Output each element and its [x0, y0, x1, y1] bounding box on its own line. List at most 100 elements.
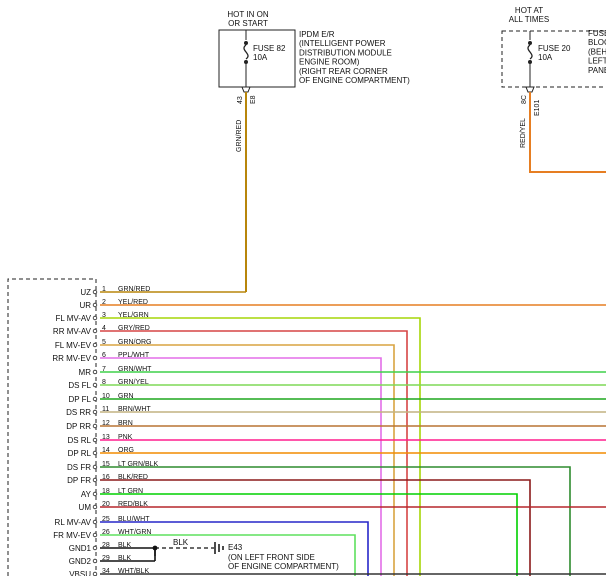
connector-terminal-icon: [241, 86, 251, 93]
pin-function-label: RR MV-EV: [52, 354, 91, 363]
terminal-icon: [92, 302, 98, 308]
fuse-block-wire-color-label: RED/YEL: [520, 118, 527, 148]
terminal-icon: [92, 382, 98, 388]
wire-color-label: LT GRN/BLK: [118, 461, 159, 468]
pin-number: 29: [102, 555, 110, 562]
ground-icon: [214, 542, 224, 554]
pin-function-label: AY: [81, 490, 92, 499]
pin-number: 8: [102, 379, 106, 386]
ipdm-fuse-box: [218, 29, 296, 88]
wire-line: [100, 317, 421, 576]
wire-line: [100, 521, 369, 576]
terminal-icon: [92, 328, 98, 334]
terminal-icon: [92, 355, 98, 361]
wire-line: [100, 466, 571, 576]
ipdm-connector-id: E8: [250, 95, 257, 104]
pin-function-label: GND2: [69, 557, 92, 566]
terminal-icon: [92, 519, 98, 525]
pin-number: 13: [102, 434, 110, 441]
pin-row: RR MV-EV 6 PPL/WHT: [52, 352, 382, 576]
terminal-icon: [92, 289, 98, 295]
wire-red-yel-top: [529, 92, 606, 173]
wire-color-label: RED/BLK: [118, 501, 148, 508]
pin-number: 1: [102, 286, 106, 293]
terminal-icon: [92, 342, 98, 348]
fuse-block-label: FUSEBLOCK(BEHILEFTPANE: [588, 29, 606, 75]
pin-number: 14: [102, 447, 110, 454]
terminal-icon: [92, 409, 98, 415]
pin-function-label: DS RR: [66, 408, 91, 417]
pin-number: 25: [102, 516, 110, 523]
terminal-icon: [92, 571, 98, 576]
wire-color-label: WHT/GRN: [118, 529, 151, 536]
fuse-block-box: [501, 30, 606, 88]
wire-color-label: GRN: [118, 393, 134, 400]
wire-line: [100, 479, 531, 576]
pin-row: DP FL 10 GRN: [68, 393, 606, 404]
ground-id: E43: [228, 543, 243, 552]
pin-number: 5: [102, 339, 106, 346]
wire-color-label: YEL/RED: [118, 299, 148, 306]
fuse-block-pin-number: 8C: [521, 95, 528, 104]
wire-color-label: PPL/WHT: [118, 352, 150, 359]
pin-number: 4: [102, 325, 106, 332]
wire-color-label: GRN/YEL: [118, 379, 149, 386]
pin-number: 16: [102, 474, 110, 481]
terminal-icon: [92, 423, 98, 429]
terminal-icon: [92, 532, 98, 538]
wire-line: [100, 357, 382, 576]
terminal-icon: [92, 491, 98, 497]
pin-number: 26: [102, 529, 110, 536]
pin-function-label: UR: [79, 301, 91, 310]
pin-number: 6: [102, 352, 106, 359]
pin-function-label: RL MV-AV: [55, 518, 92, 527]
wire-line: [100, 344, 395, 576]
wire-line: [100, 493, 518, 576]
wire-color-label: GRN/WHT: [118, 366, 152, 373]
wire-color-label: BRN: [118, 420, 133, 427]
pin-function-label: MR: [79, 368, 92, 377]
terminal-icon: [92, 545, 98, 551]
pin-row: FL MV-EV 5 GRN/ORG: [55, 339, 395, 576]
pin-function-label: UM: [79, 503, 92, 512]
ipdm-pin-number: 43: [237, 96, 244, 104]
pin-function-label: DP FL: [68, 395, 91, 404]
ground-wire-label: BLK: [173, 538, 189, 547]
pin-number: 10: [102, 393, 110, 400]
pin-number: 28: [102, 542, 110, 549]
pin-number: 11: [102, 406, 109, 413]
pin-function-label: FL MV-EV: [55, 341, 92, 350]
terminal-icon: [92, 504, 98, 510]
pin-function-label: DS FR: [67, 463, 91, 472]
wire-color-label: GRN/RED: [118, 286, 150, 293]
pin-function-label: DP FR: [67, 476, 91, 485]
terminal-icon: [92, 464, 98, 470]
pin-function-label: UZ: [80, 288, 91, 297]
fuse-block-connector-id: E101: [534, 100, 541, 116]
fuse-block-terminal-icon: [525, 86, 535, 93]
ipdm-wire-color-label: GRN/RED: [236, 120, 243, 152]
terminal-icon: [92, 437, 98, 443]
wire-color-label: GRN/ORG: [118, 339, 151, 346]
pin-function-label: FL MV-AV: [55, 314, 91, 323]
pin-number: 15: [102, 461, 110, 468]
pin-function-label: DP RR: [66, 422, 91, 431]
wire-color-label: YEL/GRN: [118, 312, 149, 319]
wire-line: [100, 534, 356, 576]
